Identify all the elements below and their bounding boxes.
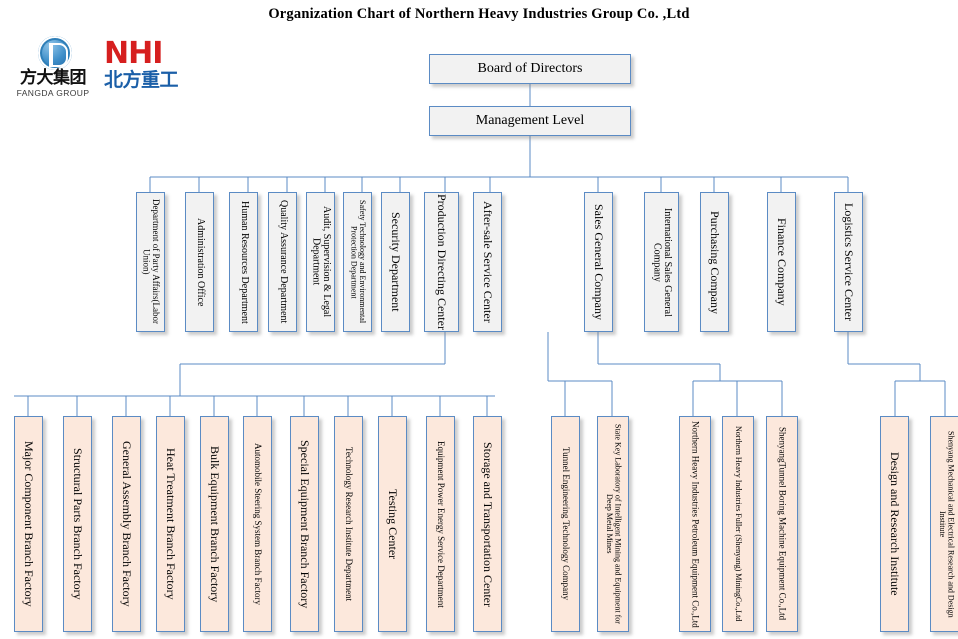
- node-shenyang-tunnel-boring-machine-equipment[interactable]: ShenyangTunnel Boring Machine Equipment …: [766, 416, 798, 632]
- node-label: Administration Office: [194, 217, 206, 307]
- node-safety-technology-environmental-protection-department[interactable]: Safety Technology and Environmental Prot…: [343, 192, 372, 332]
- node-management-level[interactable]: Management Level: [429, 106, 631, 136]
- node-administration-office[interactable]: Administration Office: [185, 192, 214, 332]
- page-title: Organization Chart of Northern Heavy Ind…: [268, 6, 690, 22]
- node-nhi-petroleum-equipment[interactable]: Northern Heavy Industries Petroleum Equi…: [679, 416, 711, 632]
- node-general-assembly-branch-factory[interactable]: General Assembly Branch Factory: [112, 416, 141, 632]
- node-label: International Sales General Company: [651, 207, 674, 317]
- node-purchasing-company[interactable]: Purchasing Company: [700, 192, 729, 332]
- node-label: After-sale Service Center: [480, 201, 495, 323]
- fangda-group-logo: 方大集团 FANGDA GROUP: [12, 36, 94, 100]
- node-board-of-directors[interactable]: Board of Directors: [429, 54, 631, 84]
- node-sales-general-company[interactable]: Sales General Company: [584, 192, 613, 332]
- node-special-equipment-branch-factory[interactable]: Special Equipment Branch Factory: [290, 416, 319, 632]
- nhi-logo-english: NHI: [104, 36, 163, 71]
- node-automobile-steering-system-branch-factory[interactable]: Automobile Steering System Branch Factor…: [243, 416, 272, 632]
- fangda-emblem-icon: [38, 36, 72, 70]
- node-label: Security Department: [388, 212, 403, 312]
- node-production-directing-center[interactable]: Production Directing Center: [424, 192, 459, 332]
- node-design-and-research-institute[interactable]: Design and Research Institute: [880, 416, 909, 632]
- node-tunnel-engineering-technology-company[interactable]: Tunnel Engineering Technology Company: [551, 416, 580, 632]
- fangda-logo-chinese: 方大集团: [20, 68, 87, 88]
- node-label: Shenyang Mechanical and Electrical Resea…: [938, 430, 956, 618]
- node-label: Board of Directors: [477, 60, 583, 76]
- node-label: Safety Technology and Environmental Prot…: [349, 200, 367, 324]
- node-label: Department of Party Affairs(Labor Union): [141, 199, 161, 325]
- node-heat-treatment-branch-factory[interactable]: Heat Treatment Branch Factory: [156, 416, 185, 632]
- node-label: Technology Research Institute Department: [344, 446, 355, 602]
- node-label: Tunnel Engineering Technology Company: [561, 447, 572, 601]
- node-audit-supervision-legal-department[interactable]: Audit, Supervision & Legal Department: [306, 192, 335, 332]
- node-technology-research-institute-department[interactable]: Technology Research Institute Department: [334, 416, 363, 632]
- node-label: Finance Company: [774, 218, 789, 306]
- node-label: Quality Assurance Department: [277, 200, 289, 324]
- node-storage-and-transportation-center[interactable]: Storage and Transportation Center: [473, 416, 502, 632]
- fangda-logo-english: FANGDA GROUP: [16, 88, 90, 98]
- node-label: Northern Heavy Industries Petroleum Equi…: [690, 420, 701, 628]
- nhi-logo: NHI 北方重工: [104, 38, 202, 98]
- nhi-logo-chinese: 北方重工: [104, 69, 179, 91]
- node-after-sale-service-center[interactable]: After-sale Service Center: [473, 192, 502, 332]
- node-label: State Key Laboratory of Intelligent Mini…: [605, 424, 623, 624]
- node-security-department[interactable]: Security Department: [381, 192, 410, 332]
- node-label: Bulk Equipment Branch Factory: [207, 445, 222, 603]
- node-label: Production Directing Center: [434, 194, 449, 330]
- node-label: Human Resources Department: [238, 200, 250, 324]
- node-department-of-party-affairs[interactable]: Department of Party Affairs(Labor Union): [136, 192, 165, 332]
- node-shenyang-mechanical-electrical-research-design-institute[interactable]: Shenyang Mechanical and Electrical Resea…: [930, 416, 958, 632]
- logo-area: 方大集团 FANGDA GROUP NHI 北方重工: [12, 36, 202, 102]
- node-logistics-service-center[interactable]: Logistics Service Center: [834, 192, 863, 332]
- node-label: Purchasing Company: [707, 210, 722, 314]
- node-label: Structural Parts Branch Factory: [70, 448, 85, 600]
- node-label: Automobile Steering System Branch Factor…: [253, 443, 264, 605]
- node-structural-parts-branch-factory[interactable]: Structural Parts Branch Factory: [63, 416, 92, 632]
- node-bulk-equipment-branch-factory[interactable]: Bulk Equipment Branch Factory: [200, 416, 229, 632]
- node-label: Design and Research Institute: [887, 452, 902, 596]
- node-label: Equipment Power Energy Service Departmen…: [436, 440, 447, 608]
- node-label: Logistics Service Center: [841, 203, 856, 321]
- node-label: Heat Treatment Branch Factory: [163, 448, 178, 600]
- node-label: Major Component Branch Factory: [21, 441, 36, 607]
- node-equipment-power-energy-service-department[interactable]: Equipment Power Energy Service Departmen…: [426, 416, 455, 632]
- node-quality-assurance-department[interactable]: Quality Assurance Department: [268, 192, 297, 332]
- node-label: Audit, Supervision & Legal Department: [310, 206, 333, 318]
- node-state-key-laboratory[interactable]: State Key Laboratory of Intelligent Mini…: [597, 416, 629, 632]
- node-label: Sales General Company: [591, 204, 606, 320]
- node-human-resources-department[interactable]: Human Resources Department: [229, 192, 258, 332]
- node-label: Northern Heavy Industries Fuller (Shenya…: [734, 426, 744, 622]
- node-label: Special Equipment Branch Factory: [297, 439, 312, 609]
- node-label: General Assembly Branch Factory: [119, 441, 134, 607]
- node-international-sales-general-company[interactable]: International Sales General Company: [644, 192, 679, 332]
- node-finance-company[interactable]: Finance Company: [767, 192, 796, 332]
- node-label: ShenyangTunnel Boring Machine Equipment …: [777, 427, 788, 621]
- node-label: Storage and Transportation Center: [480, 441, 495, 607]
- node-label: Management Level: [475, 112, 585, 128]
- node-label: Testing Center: [385, 488, 400, 560]
- node-major-component-branch-factory[interactable]: Major Component Branch Factory: [14, 416, 43, 632]
- node-nhi-fuller-shenyang-mining[interactable]: Northern Heavy Industries Fuller (Shenya…: [722, 416, 754, 632]
- node-testing-center[interactable]: Testing Center: [378, 416, 407, 632]
